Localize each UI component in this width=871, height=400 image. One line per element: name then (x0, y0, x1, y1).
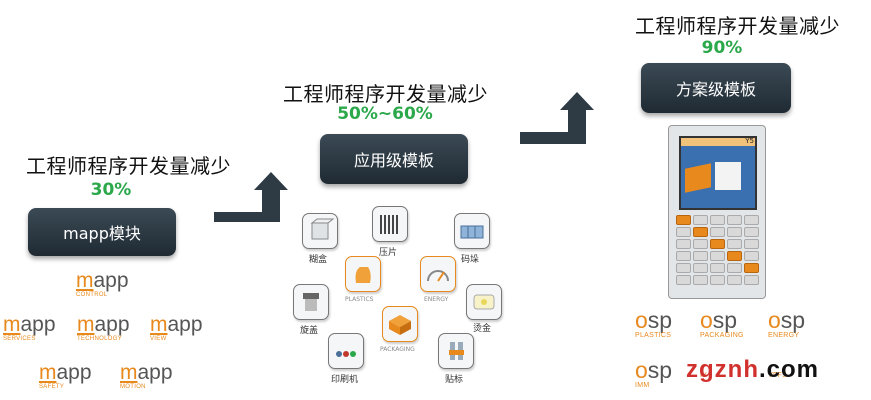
tile-label-capping: 旋盖 (300, 326, 319, 336)
tile-label-palletizer: 码垛 (461, 255, 480, 265)
tile-label-hot-foil: 烫金 (473, 324, 492, 334)
tile-label-carton: 糊盒 (309, 255, 328, 265)
mapp-logo-control: mmappapp CONTROL (76, 269, 129, 299)
energy-gauge-icon (420, 256, 456, 292)
plastics-icon (345, 256, 381, 292)
tile-label-labeling: 贴标 (445, 375, 464, 385)
tablet-press-icon (372, 206, 408, 242)
step-arrow-2 (520, 92, 594, 144)
osp-logo-vffs: VFFS (768, 372, 788, 379)
tier3-percent: 90% (701, 38, 743, 58)
step-arrow-1 (214, 172, 288, 222)
osp-logo-iy: IY (700, 372, 708, 379)
site-watermark: zgznh.com (686, 356, 819, 383)
mapp-logo-services: mapp SERVICES (3, 313, 56, 343)
mapp-logo-safety: mapp SAFETY (39, 361, 92, 391)
hmi-keypad (675, 214, 761, 286)
hot-foil-icon (466, 284, 502, 320)
category-plastics: PLASTICS (345, 296, 374, 303)
tile-label-tablet-press: 压片 (379, 248, 398, 258)
hmi-screen: Y5 (679, 136, 757, 210)
mapp-logo-view: mapp VIEW (150, 313, 203, 343)
tier3-heading: 工程师程序开发量减少 (635, 14, 840, 38)
carton-box-icon (302, 213, 338, 249)
palletizer-icon (454, 213, 490, 249)
hmi-badge: Y5 (745, 137, 754, 145)
tier1-percent: 30% (90, 180, 132, 200)
mapp-logo-technology: mapp TECHNOLOGY (77, 313, 130, 343)
tier3-button[interactable]: 方案级模板 (641, 63, 791, 113)
printing-press-icon (328, 333, 364, 369)
tier2-percent: 50%~60% (337, 104, 433, 124)
tier2-button[interactable]: 应用级模板 (320, 134, 468, 184)
hmi-panel: Y5 (668, 125, 766, 299)
tier1-heading: 工程师程序开发量减少 (26, 154, 231, 178)
mapp-logo-motion: mapp MOTION (120, 361, 173, 391)
capping-icon (293, 284, 329, 320)
tile-label-printing: 印刷机 (331, 375, 359, 385)
tier1-button[interactable]: mapp模块 (28, 208, 176, 256)
category-packaging: PACKAGING (380, 346, 415, 353)
category-energy: ENERGY (424, 296, 449, 303)
tier2-heading: 工程师程序开发量减少 (283, 82, 488, 106)
labeling-icon (438, 333, 474, 369)
packaging-icon (382, 306, 418, 342)
